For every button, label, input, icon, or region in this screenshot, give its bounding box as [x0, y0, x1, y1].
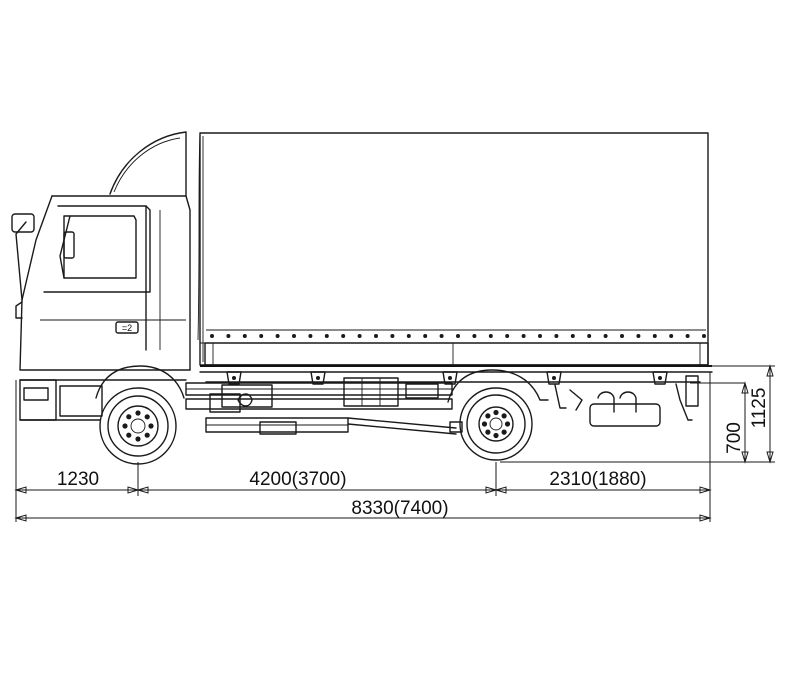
front-fender	[95, 365, 185, 399]
side-board	[204, 342, 709, 366]
tarpaulin-cargo-body	[197, 132, 709, 366]
wheelbase-label: 4200(3700)	[249, 469, 346, 490]
frame-height-label: 700	[724, 422, 745, 454]
platform-height-label: 1125	[749, 388, 770, 429]
rear-equipment	[554, 375, 699, 427]
front-wheel	[99, 387, 177, 465]
rear-overhang-label: 2310(1880)	[549, 469, 646, 490]
model-badge: =2	[122, 323, 132, 333]
chassis-frame	[185, 377, 463, 435]
overall-length-label: 8330(7400)	[351, 498, 448, 519]
platform-brackets	[226, 371, 668, 385]
dimension-labels: 1230 4200(3700) 2310(1880) 8330(7400) 70…	[57, 388, 770, 519]
front-overhang-label: 1230	[57, 469, 99, 490]
tarp-rivets	[210, 334, 706, 338]
dimension-lines	[14, 364, 775, 522]
rear-wheel	[459, 387, 533, 461]
rear-fender	[447, 369, 549, 403]
cab: =2	[11, 131, 191, 421]
